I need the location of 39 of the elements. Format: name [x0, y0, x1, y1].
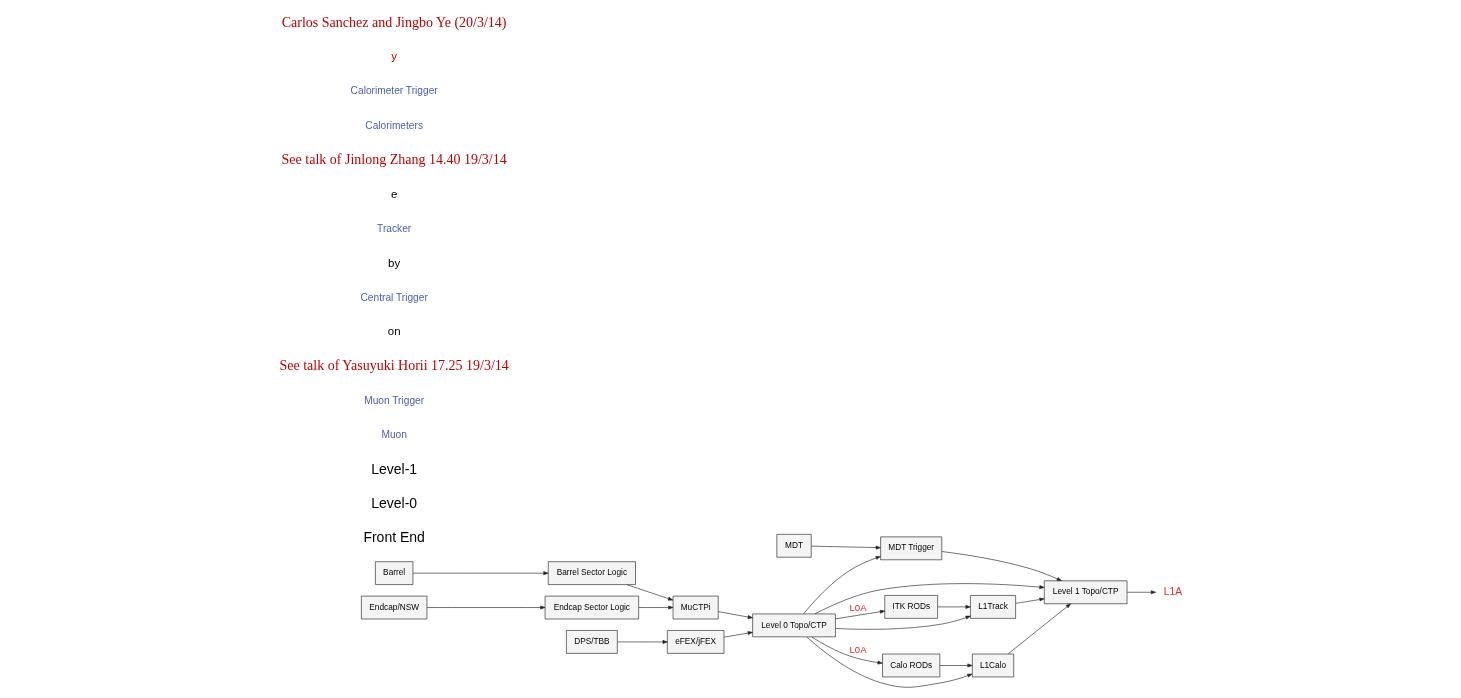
arrow — [723, 630, 753, 637]
arrow — [939, 663, 973, 667]
label: Calorimeters — [364, 119, 423, 131]
arrow — [1126, 589, 1156, 594]
label: See talk of Jinlong Zhang 14.40 19/3/14 — [281, 151, 507, 167]
edge-label: L0A — [849, 601, 867, 613]
label: Calorimeter Trigger — [350, 84, 438, 96]
arrow — [426, 605, 545, 609]
arrow — [810, 636, 883, 664]
node-text: L1A — [1163, 585, 1182, 597]
arrow — [814, 582, 1044, 614]
label: Tracker — [376, 222, 411, 234]
label: Level-0 — [370, 494, 417, 511]
label: Central Trigger — [360, 291, 428, 302]
label: Front End — [362, 528, 425, 545]
arrow — [1007, 603, 1071, 654]
label: Muon — [380, 428, 407, 440]
arrow — [941, 550, 1062, 581]
arrow — [834, 609, 885, 619]
label: on — [387, 324, 401, 337]
label: Level-1 — [370, 460, 417, 477]
arrow — [936, 604, 971, 609]
arrow — [717, 610, 753, 619]
arrow — [810, 545, 881, 549]
label: Muon Trigger — [363, 394, 424, 406]
label: Carlos Sanchez and Jingbo Ye (20/3/14) — [281, 14, 507, 30]
label: e — [390, 187, 397, 200]
arrow — [802, 555, 881, 614]
arrow — [626, 583, 673, 600]
arrow — [638, 605, 673, 609]
arrow — [806, 636, 972, 688]
label: by — [387, 256, 400, 268]
arrow — [412, 570, 548, 575]
arrow — [1014, 597, 1044, 604]
edge-label: L0A — [849, 643, 867, 655]
arrow — [834, 615, 971, 630]
label: See talk of Yasuyuki Horii 17.25 19/3/14 — [278, 357, 509, 373]
label: y — [390, 49, 397, 62]
arrow — [616, 639, 668, 644]
